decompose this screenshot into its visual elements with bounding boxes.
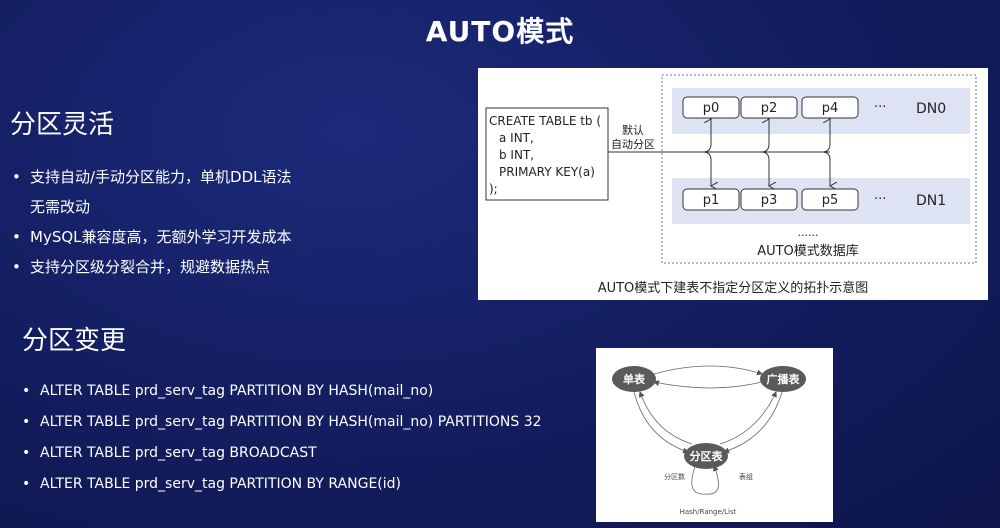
svg-text:CREATE TABLE tb ( a INT,: CREATE TABLE tb ( a INT, b INT, PRIMARY … bbox=[489, 114, 605, 196]
node-partitioned-label: 分区表 bbox=[690, 449, 724, 463]
section2-commands: • ALTER TABLE prd_serv_tag PARTITION BY H… bbox=[22, 383, 542, 507]
command-text: ALTER TABLE prd_serv_tag PARTITION BY RA… bbox=[40, 476, 401, 492]
bullet-continuation: 无需改动 bbox=[12, 196, 292, 218]
node-single-label: 单表 bbox=[623, 372, 646, 386]
dn0-label: DN0 bbox=[916, 101, 946, 117]
node-single bbox=[612, 366, 656, 392]
partition-label: p4 bbox=[822, 101, 839, 116]
partition-box bbox=[682, 96, 740, 119]
partition-label: p1 bbox=[703, 193, 720, 208]
bullet-dot-icon: • bbox=[12, 228, 21, 246]
edge-partitioned-to-broadcast bbox=[719, 391, 777, 445]
bullet-item: • MySQL兼容度高，无额外学习开发成本 bbox=[12, 226, 292, 248]
bullet-dot-icon: • bbox=[22, 476, 31, 492]
command-item: • ALTER TABLE prd_serv_tag PARTITION BY H… bbox=[22, 383, 542, 414]
sql-box bbox=[485, 107, 609, 201]
partition-box bbox=[801, 96, 859, 119]
topology-caption: AUTO模式下建表不指定分区定义的拓扑示意图 bbox=[598, 280, 869, 296]
bullet-text: 支持分区级分裂合并，规避数据热点 bbox=[30, 258, 271, 276]
sql-line: ); bbox=[489, 182, 498, 196]
partition-box bbox=[740, 188, 798, 211]
edge-label-right: 表组 bbox=[739, 472, 753, 481]
section2-heading: 分区变更 bbox=[22, 326, 127, 356]
bullet-text: 支持自动/手动分区能力，单机DDL语法 bbox=[30, 168, 292, 186]
partition-box bbox=[682, 188, 740, 211]
arrow-label-1: 默认 bbox=[622, 124, 644, 137]
partition-box bbox=[801, 188, 859, 211]
topology-svg: CREATE TABLE tb ( a INT, b INT, PRIMARY … bbox=[485, 74, 977, 296]
command-item: • ALTER TABLE prd_serv_tag BROADCAST bbox=[22, 445, 542, 476]
sql-line: CREATE TABLE tb ( bbox=[489, 114, 601, 128]
edge-broadcast-to-single bbox=[653, 380, 763, 389]
route-p3 bbox=[760, 151, 769, 186]
bullet-dot-icon: • bbox=[12, 258, 21, 276]
database-border bbox=[661, 74, 977, 264]
edge-broadcast-to-partitioned bbox=[723, 391, 783, 454]
section1-bullets: • 支持自动/手动分区能力，单机DDL语法 无需改动 • MySQL兼容度高，无额外… bbox=[12, 166, 292, 278]
node-partitioned bbox=[684, 443, 728, 469]
bullet-item: • 支持分区级分裂合并，规避数据热点 bbox=[12, 256, 292, 278]
command-item: • ALTER TABLE prd_serv_tag PARTITION BY R… bbox=[22, 476, 542, 507]
edge-label-left: 分区数 bbox=[664, 472, 685, 481]
edge-single-to-broadcast bbox=[653, 365, 763, 376]
edge-partitioned-to-single bbox=[638, 391, 693, 445]
arrow-label-2: 自动分区 bbox=[611, 138, 655, 151]
node-broadcast-label: 广播表 bbox=[767, 372, 801, 386]
bullet-dot-icon: • bbox=[22, 445, 31, 461]
bullet-dot-icon: • bbox=[22, 383, 31, 399]
table-type-diagram: 单表 广播表 分区表 分区数 表组 Hash/Range/List bbox=[596, 348, 833, 522]
edge-single-to-partitioned bbox=[633, 391, 689, 454]
ellipsis-dn0: ··· bbox=[874, 100, 886, 115]
bullet-item: • 支持自动/手动分区能力，单机DDL语法 bbox=[12, 166, 292, 188]
command-text: ALTER TABLE prd_serv_tag PARTITION BY HA… bbox=[40, 383, 434, 399]
topology-diagram: CREATE TABLE tb ( a INT, b INT, PRIMARY … bbox=[478, 68, 988, 300]
table-type-svg: 单表 广播表 分区表 分区数 表组 Hash/Range/List bbox=[612, 365, 806, 516]
partition-label: p2 bbox=[761, 101, 778, 116]
command-text: ALTER TABLE prd_serv_tag PARTITION BY HA… bbox=[40, 414, 542, 430]
ellipsis-dn1: ··· bbox=[874, 192, 886, 207]
sql-line: a INT, bbox=[499, 131, 534, 145]
dn1-label: DN1 bbox=[916, 193, 946, 209]
bullet-dot-icon: • bbox=[12, 168, 21, 186]
partition-label: p5 bbox=[822, 193, 839, 208]
bottom-label: Hash/Range/List bbox=[680, 508, 737, 516]
bullet-dot-icon: • bbox=[22, 414, 31, 430]
slide-title: AUTO模式 bbox=[425, 15, 575, 48]
ellipsis-vertical: ...... bbox=[798, 226, 819, 239]
command-text: ALTER TABLE prd_serv_tag BROADCAST bbox=[40, 445, 317, 461]
partition-box bbox=[740, 96, 798, 119]
command-item: • ALTER TABLE prd_serv_tag PARTITION BY H… bbox=[22, 414, 542, 445]
edge-self-loop bbox=[691, 463, 719, 495]
route-p5 bbox=[821, 151, 830, 186]
partition-label: p3 bbox=[761, 193, 778, 208]
sql-line: b INT, bbox=[499, 148, 534, 162]
route-p1 bbox=[702, 151, 711, 186]
partition-label: p0 bbox=[703, 101, 720, 116]
node-broadcast bbox=[760, 366, 806, 392]
sql-line: PRIMARY KEY(a) bbox=[499, 165, 595, 179]
database-label: AUTO模式数据库 bbox=[757, 243, 859, 259]
bullet-text: 无需改动 bbox=[30, 198, 91, 216]
bullet-text: MySQL兼容度高，无额外学习开发成本 bbox=[30, 228, 292, 246]
section1-heading: 分区灵活 bbox=[10, 110, 115, 140]
